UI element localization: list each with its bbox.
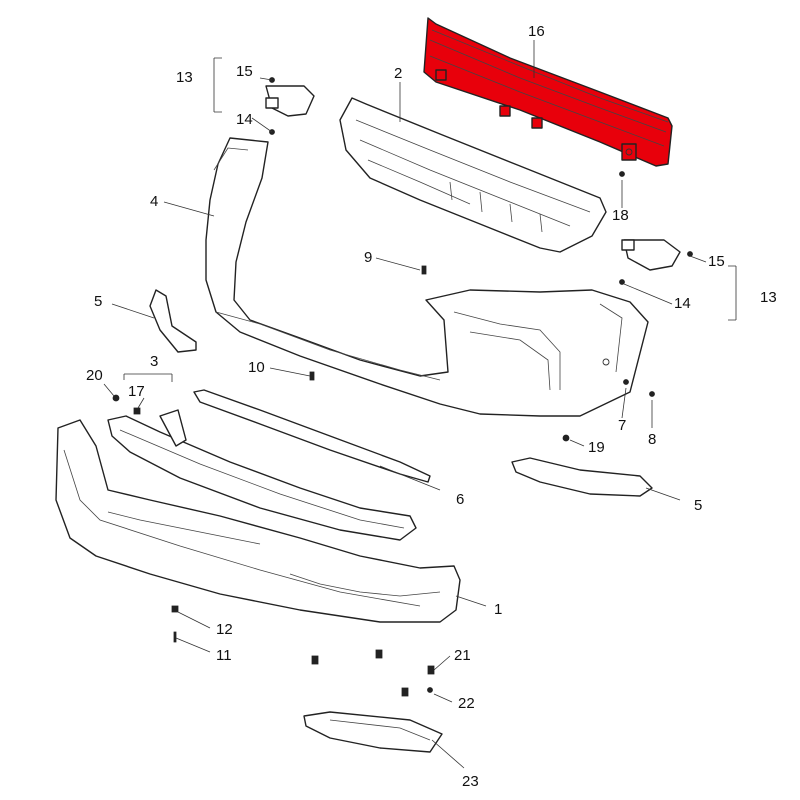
callout-21: 21: [454, 647, 471, 664]
energy-absorber-part-2[interactable]: [339, 97, 607, 253]
callout-9: 9: [364, 249, 372, 266]
callout-16: 16: [528, 23, 545, 40]
side-trim-right-part-5[interactable]: [511, 457, 653, 497]
callout-13-right: 13: [760, 289, 777, 306]
callout-8: 8: [648, 431, 656, 448]
lower-trim-part-6[interactable]: [193, 389, 431, 483]
callout-1: 1: [494, 601, 502, 618]
callout-15-left: 15: [236, 63, 253, 80]
callout-10: 10: [248, 359, 265, 376]
lower-grille-part-3[interactable]: [107, 409, 417, 541]
callout-13-left: 13: [176, 69, 193, 86]
callout-23: 23: [462, 773, 479, 790]
callout-20: 20: [86, 367, 103, 384]
leader-lines: [103, 40, 707, 769]
mounting-bracket-right-part-13[interactable]: [621, 239, 681, 271]
callout-14-left: 14: [236, 111, 253, 128]
callout-19: 19: [588, 439, 605, 456]
callout-11: 11: [216, 647, 232, 664]
reinforcement-beam-part-16[interactable]: [423, 17, 673, 167]
callout-6: 6: [456, 491, 464, 508]
callout-14-right: 14: [674, 295, 691, 312]
bumper-cover-part-4[interactable]: [205, 137, 649, 417]
fasteners: [112, 77, 693, 697]
callout-2: 2: [394, 65, 402, 82]
callout-5-left: 5: [94, 293, 102, 310]
callout-7: 7: [618, 417, 626, 434]
callout-17: 17: [128, 383, 145, 400]
callout-15-right: 15: [708, 253, 725, 270]
callout-18: 18: [612, 207, 629, 224]
under-shield-part-23[interactable]: [303, 711, 443, 753]
mounting-bracket-left-part-13[interactable]: [265, 85, 315, 117]
callout-5-right: 5: [694, 497, 702, 514]
lower-bumper-cover-part-1[interactable]: [55, 419, 461, 623]
callout-3: 3: [150, 353, 158, 370]
group-brackets: [123, 57, 737, 382]
callout-labels: 16 2 15 13 14 4 18 9 15 13 14 5 3 10 20 …: [86, 23, 777, 790]
callout-12: 12: [216, 621, 233, 638]
callout-4: 4: [150, 193, 158, 210]
side-bracket-left-part-5[interactable]: [149, 289, 197, 353]
callout-22: 22: [458, 695, 475, 712]
